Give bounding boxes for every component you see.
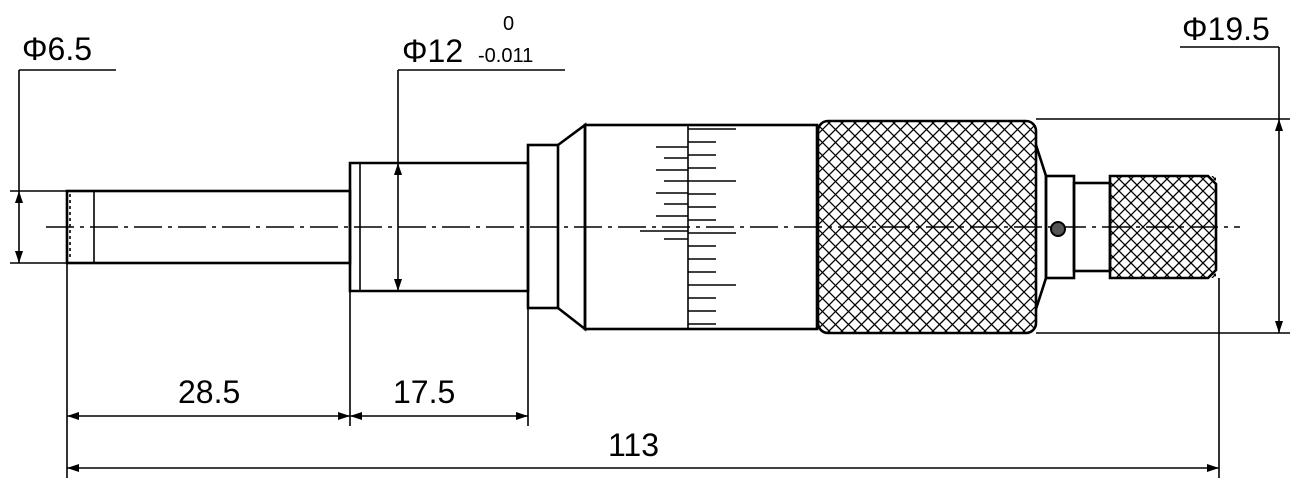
dim-sleeve-diameter: Φ12 0 -0.011 <box>394 13 565 291</box>
dim-overall-length: 113 <box>67 427 1219 472</box>
sleeve-diameter-label: Φ12 <box>402 33 463 69</box>
dim-spindle-length: 28.5 <box>67 374 350 420</box>
dim-thimble-diameter: Φ19.5 <box>1036 11 1290 334</box>
sleeve-tolerance-upper: 0 <box>503 13 514 35</box>
dim-spindle-diameter: Φ6.5 <box>10 31 116 264</box>
spindle-diameter-label: Φ6.5 <box>22 31 92 67</box>
ratchet-neck <box>1034 144 1112 310</box>
thimble-diameter-label: Φ19.5 <box>1182 11 1270 47</box>
ratchet-pin <box>1050 221 1066 237</box>
spindle-length-label: 28.5 <box>178 374 240 410</box>
ratchet-knurl <box>1108 174 1218 280</box>
sleeve-length-label: 17.5 <box>393 374 455 410</box>
overall-length-label: 113 <box>608 427 659 463</box>
length-extension-lines <box>66 263 1220 478</box>
sleeve-tolerance-lower: -0.011 <box>478 45 533 67</box>
dim-sleeve-length: 17.5 <box>350 374 528 420</box>
thimble-knurl <box>816 119 1038 335</box>
